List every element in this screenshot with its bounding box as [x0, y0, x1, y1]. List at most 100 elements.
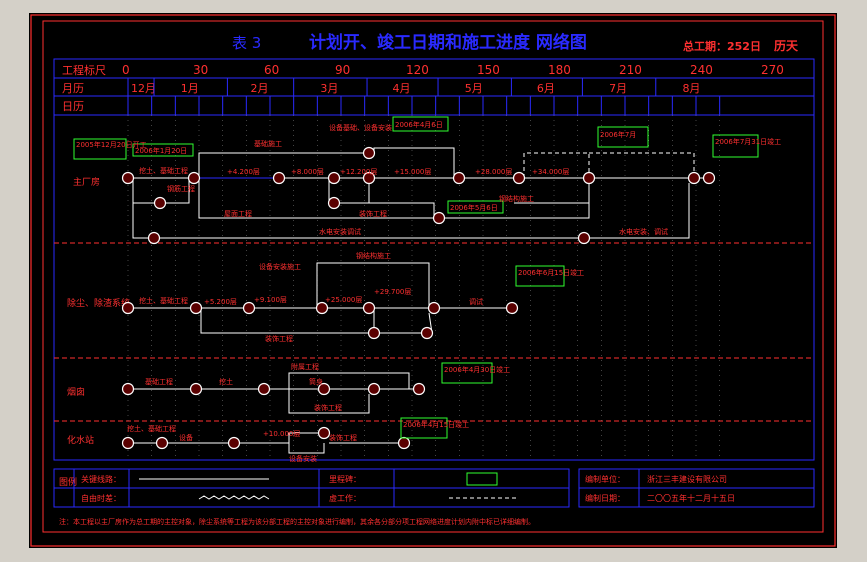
network-node [432, 211, 446, 225]
activity-label: 筒身 [309, 377, 323, 386]
network-node [317, 426, 331, 440]
activity-label: 钢结构施工 [356, 251, 391, 260]
activity-label: 水电安装调试 [319, 227, 361, 236]
outer-frame [30, 14, 836, 547]
activity-label: 水电安装、调试 [619, 227, 668, 236]
inner-frame [42, 20, 824, 533]
activity-label: 装饰工程 [329, 433, 357, 442]
network-node [362, 301, 376, 315]
month-row-label: 月历 [62, 82, 84, 95]
network-node [452, 171, 466, 185]
total-unit: 历天 [774, 39, 799, 53]
network-node [147, 231, 161, 245]
milestone-m5: 2006年7月31日竣工 [715, 137, 781, 146]
section-desulfur: 除尘、除渣系统 [67, 297, 130, 309]
section-dividers [54, 242, 814, 422]
activity-label: 设备安装施工 [259, 262, 301, 271]
activity-label: 挖土、基础工程 [139, 166, 188, 175]
milestone-m2: 2006年4月6日 [395, 120, 443, 129]
footnote: 注：本工程以主厂房作为总工期的主控对象，除尘系统等工程为该分部工程的主控对象进行… [59, 517, 535, 526]
network-node [121, 436, 135, 450]
date-label: 编制日期： [585, 493, 625, 503]
scale-row-label: 工程标尺 [62, 63, 106, 77]
network-node [227, 436, 241, 450]
calendar-ticks [127, 96, 721, 115]
scale-tick-label: 0 [122, 63, 130, 77]
activity-label: +9.100层 [254, 296, 287, 304]
activity-label: +5.200层 [204, 298, 237, 306]
scale-tick-label: 240 [690, 63, 713, 77]
total-duration: 总工期：252日 [683, 39, 761, 53]
activity-label: 调试 [469, 297, 483, 306]
legend-critical: 关键线路： [81, 474, 121, 484]
activity-label: 钢结构施工 [499, 194, 534, 203]
month-label: 4月 [393, 82, 411, 95]
legend-frame [53, 468, 815, 508]
network-node [187, 171, 201, 185]
section-water: 化水站 [67, 434, 94, 446]
network-edges [132, 147, 707, 454]
activity-label: 基础施工 [254, 139, 282, 148]
activity-label: 设备安装 [289, 454, 317, 463]
activity-label: 挖土、基础工程 [127, 424, 176, 433]
activity-label: +25.000层 [325, 296, 362, 304]
month-label: 2月 [251, 82, 269, 95]
milestone-w-end: 2006年4月15日竣工 [403, 420, 469, 429]
legend-milestone-box [466, 472, 498, 486]
section-main-plant: 主厂房 [73, 176, 100, 188]
network-node [153, 196, 167, 210]
network-node [327, 196, 341, 210]
activity-label: +34.000层 [532, 168, 569, 176]
legend-free: 自由时差： [81, 493, 121, 503]
network-node [577, 231, 591, 245]
milestone-m4: 2006年7月 [600, 130, 636, 139]
network-node [505, 301, 519, 315]
section-chimney: 烟囱 [67, 386, 85, 398]
network-node [367, 326, 381, 340]
network-node [315, 301, 329, 315]
milestone-start: 2005年12月20日开工 [76, 140, 147, 149]
activity-label: 装饰工程 [314, 403, 342, 412]
activity-label: 挖土、基础工程 [139, 296, 188, 305]
network-node [362, 146, 376, 160]
activity-label: +15.000层 [394, 168, 431, 176]
scale-tick-label: 210 [619, 63, 642, 77]
network-node [242, 301, 256, 315]
network-node [272, 171, 286, 185]
network-node [362, 171, 376, 185]
network-node [582, 171, 596, 185]
month-label: 5月 [465, 82, 483, 95]
org-label: 编制单位： [585, 474, 625, 484]
network-node [189, 301, 203, 315]
activity-label: 挖土 [219, 377, 233, 386]
activity-label: +4.200层 [227, 168, 260, 176]
org-name: 浙江三丰建设有限公司 [647, 474, 727, 484]
milestone-m3: 2006年5月6日 [450, 203, 498, 212]
legend-milestone: 里程碑： [329, 474, 361, 484]
network-node [155, 436, 169, 450]
network-node [512, 171, 526, 185]
scale-tick-label: 150 [477, 63, 500, 77]
network-node [257, 382, 271, 396]
vertical-gridlines [127, 115, 720, 460]
legend-dummy: 虚工作： [329, 493, 361, 503]
milestone-m1: 2006年1月20日 [135, 146, 187, 155]
network-node [121, 171, 135, 185]
network-node [121, 382, 135, 396]
milestone-d-end: 2006年6月15日竣工 [518, 268, 584, 277]
activity-label: +10.000层 [263, 430, 300, 438]
activity-label: 装饰工程 [359, 209, 387, 218]
calendar-row-label: 日历 [62, 100, 84, 113]
activity-label: +12.200层 [340, 168, 377, 176]
network-node [317, 382, 331, 396]
legend-title: 图例 [59, 476, 77, 488]
month-label: 8月 [682, 82, 700, 95]
activity-label: 附属工程 [291, 362, 319, 371]
network-node [412, 382, 426, 396]
scale-tick-label: 270 [761, 63, 784, 77]
activity-label: 设备基础、设备安装 [329, 123, 392, 132]
legend-free-line [198, 495, 270, 500]
scale-tick-label: 90 [335, 63, 350, 77]
network-node [427, 301, 441, 315]
